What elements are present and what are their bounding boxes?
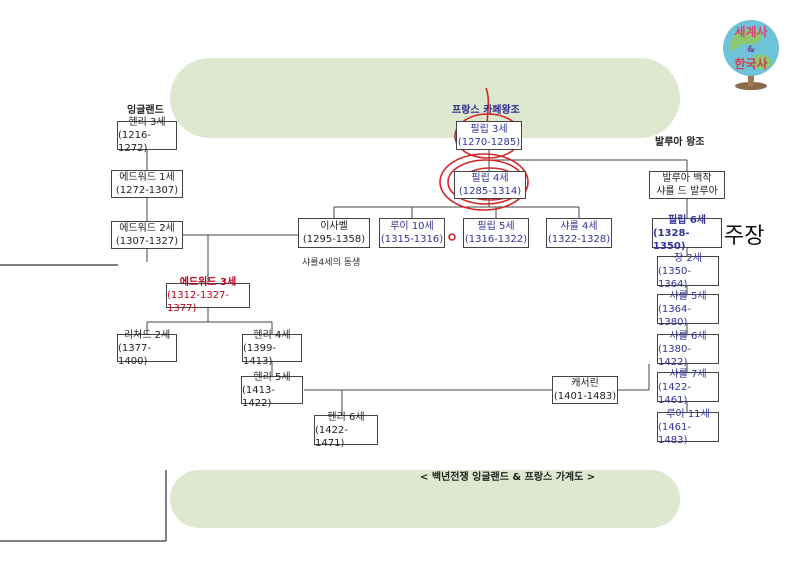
node-louis10: 루이 10세 (1315-1316) [379,218,445,248]
node-name: 필립 4세 [471,173,509,184]
node-name: 필립 5세 [477,221,515,232]
node-years: (1270-1285) [457,136,521,148]
node-edward3: 에드워드 3세 (1312-1327-1377) [166,277,250,314]
node-years: (1364-1380) [658,303,691,328]
node-name: 루이 10세 [390,221,434,232]
node-years: (1322-1328) [547,234,611,245]
node-henry5: 헨리 5세 (1413-1422) [241,372,303,409]
node-louis11: 루이 11세 (1461-1483) [657,409,719,446]
node-years: (1350-1364) [658,265,691,290]
node-charles6: 샤를 6세 (1380-1422) [657,331,719,368]
node-name: 헨리 3세 [128,117,166,128]
node-name: 에드워드 3세 [179,277,237,288]
france-capet-label: 프랑스 카페왕조 [452,105,520,116]
node-charles4: 샤를 4세 (1322-1328) [546,218,612,248]
valois-label: 발루아 왕조 [655,137,705,148]
node-years: (1401-1483) [553,391,617,402]
node-name: 샤를 4세 [560,221,598,232]
node-years: (1380-1422) [658,343,691,368]
node-years: (1316-1322) [464,234,528,245]
node-years: (1377-1400) [118,342,151,367]
node-name: 이사벨 [320,221,348,232]
node-philip4: 필립 4세 (1285-1314) [454,171,526,199]
node-years: (1307-1327) [115,236,179,247]
node-years: (1399-1413) [243,342,276,367]
node-name: 헨리 6세 [327,411,365,423]
isabel-note: 샤를4세의 동생 [302,258,361,268]
node-name: 샤를 7세 [669,368,707,380]
node-richard2: 리처드 2세 (1377-1400) [117,330,177,367]
node-name: 루이 11세 [666,408,710,420]
node-name: 캐서린 [571,378,599,389]
node-name: 필립 6세 [667,214,707,226]
node-years: (1422-1471) [315,424,348,449]
node-name: 에드워드 1세 [119,172,175,183]
node-valois-count: 발루아 백작 샤를 드 발루아 [649,171,725,199]
node-name: 리처드 2세 [123,329,171,341]
node-edward1: 에드워드 1세 (1272-1307) [111,170,183,198]
node-years: (1216-1272) [118,130,151,154]
node-name: 발루아 백작 [662,173,712,184]
node-years: (1422-1461) [658,381,691,406]
node-name: 헨리 5세 [253,371,291,383]
node-name: 샤를 5세 [669,290,707,302]
node-name: 헨리 4세 [253,329,291,341]
background-blob-bottom [170,470,680,528]
node-name: 에드워드 2세 [119,223,175,234]
node-name: 장 2세 [674,252,702,264]
node-catherine: 캐서린 (1401-1483) [552,376,618,404]
node-years: 샤를 드 발루아 [656,186,718,197]
node-years: (1272-1307) [115,185,179,196]
node-edward2: 에드워드 2세 (1307-1327) [111,221,183,249]
globe-logo-icon: 세계사 & 한국사 [716,12,786,92]
node-isabel: 이사벨 (1295-1358) [298,218,370,248]
node-years: (1295-1358) [302,234,366,245]
diagram-caption: < 백년전쟁 잉글랜드 & 프랑스 가계도 > [420,472,596,483]
node-years: (1312-1327-1377) [167,290,230,314]
node-years: (1285-1314) [458,186,522,197]
node-henry6: 헨리 6세 (1422-1471) [314,412,378,449]
node-charles7: 샤를 7세 (1422-1461) [657,369,719,406]
node-jean2: 장 2세 (1350-1364) [657,253,719,290]
node-years: (1315-1316) [380,234,444,245]
logo-text-1: 세계사 [734,24,767,39]
node-years: (1328-1350) [653,227,690,252]
node-philip6: 필립 6세 (1328-1350) [652,215,722,252]
node-name: 필립 3세 [470,123,508,135]
background-blob-top [170,58,680,138]
node-name: 샤를 6세 [669,330,707,342]
england-label: 잉글랜드 [127,105,164,116]
node-philip5: 필립 5세 (1316-1322) [463,218,529,248]
logo-text-2: & [747,45,755,55]
node-henry4: 헨리 4세 (1399-1413) [242,330,302,367]
node-philip3: 필립 3세 (1270-1285) [456,121,522,150]
node-charles5: 샤를 5세 (1364-1380) [657,291,719,328]
node-years: (1413-1422) [242,384,275,409]
logo-text-3: 한국사 [734,56,767,71]
node-henry3: 헨리 3세 (1216-1272) [117,117,177,154]
claim-annotation: 주장 [724,224,765,249]
node-years: (1461-1483) [658,421,691,446]
